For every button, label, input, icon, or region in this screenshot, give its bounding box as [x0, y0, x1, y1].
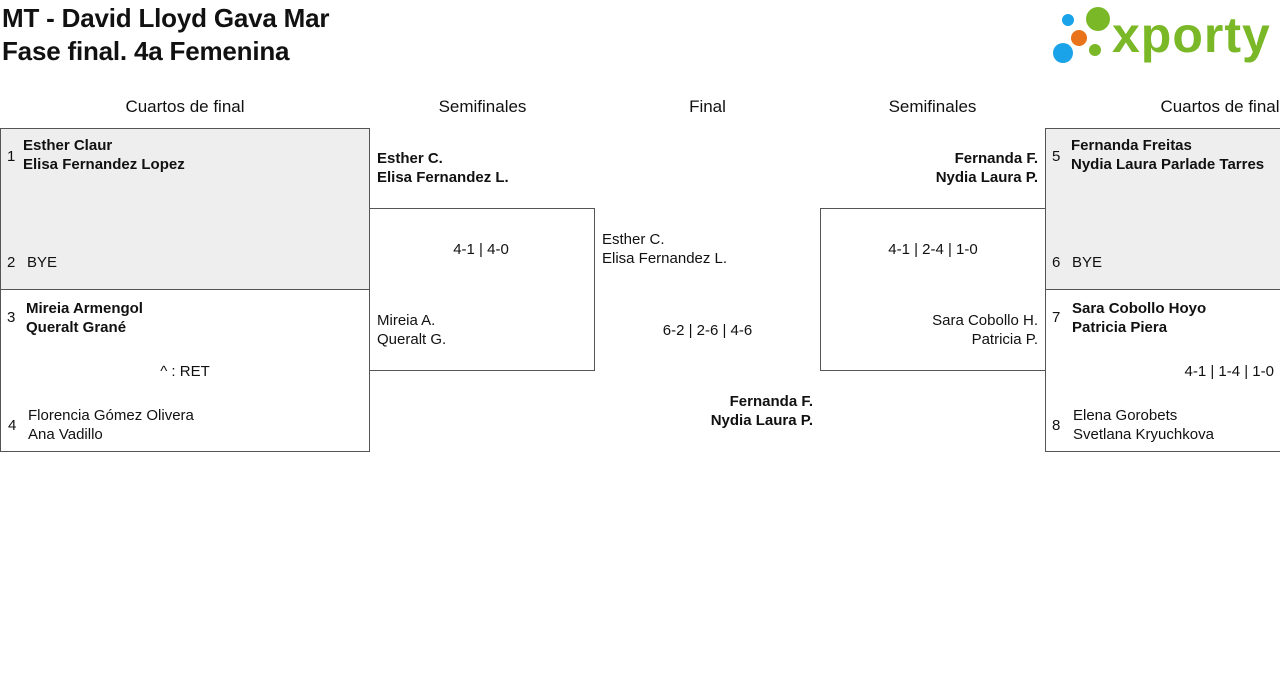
seed-number: 5	[1052, 148, 1061, 165]
team-player-1[interactable]: Fernanda Freitas	[1071, 137, 1192, 154]
right-semi-top-player-2[interactable]: Nydia Laura P.	[935, 169, 1038, 186]
round-header-left-semifinals: Semifinales	[438, 97, 527, 116]
right-quarterfinal-match-2[interactable]: 7 Sara Cobollo Hoyo Patricia Piera 4-1 |…	[1045, 289, 1280, 452]
team-player-1[interactable]: Mireia Armengol	[26, 300, 143, 317]
left-semi-bottom-player-2[interactable]: Queralt G.	[377, 331, 447, 348]
team-player-1[interactable]: Elena Gorobets	[1073, 407, 1178, 424]
xporty-logo[interactable]: xporty	[1050, 4, 1276, 68]
right-semi-score: 4-1 | 2-4 | 1-0	[888, 241, 978, 258]
left-quarterfinal-match-2[interactable]: 3 Mireia Armengol Queralt Grané ^ : RET …	[0, 289, 370, 452]
team-player-2[interactable]: Queralt Grané	[26, 319, 127, 336]
team-player-2[interactable]: Ana Vadillo	[28, 426, 103, 443]
left-semi-top-player-1[interactable]: Esther C.	[377, 150, 443, 167]
seed-number: 4	[8, 417, 17, 434]
logo-text: xporty	[1112, 7, 1271, 63]
left-quarterfinal-match-1[interactable]: 1 Esther Claur Elisa Fernandez Lopez 2 B…	[0, 128, 370, 290]
bye-label: BYE	[27, 254, 58, 271]
team-player-1[interactable]: Esther Claur	[23, 137, 113, 154]
round-header-right-quarterfinals: Cuartos de final	[1160, 97, 1280, 116]
seed-number: 7	[1052, 309, 1061, 326]
seed-number: 8	[1052, 417, 1061, 434]
team-player-1[interactable]: Florencia Gómez Olivera	[28, 407, 194, 424]
bracket-line	[370, 370, 595, 371]
team-player-1[interactable]: Sara Cobollo Hoyo	[1072, 300, 1207, 317]
bracket-line	[370, 208, 595, 209]
page-title: MT - David Lloyd Gava Mar	[2, 3, 330, 33]
team-player-2[interactable]: Nydia Laura Parlade Tarres	[1071, 156, 1265, 173]
team-player-2[interactable]: Patricia Piera	[1072, 319, 1168, 336]
team-player-2[interactable]: Elisa Fernandez Lopez	[23, 156, 185, 173]
seed-number: 6	[1052, 254, 1061, 271]
final-left-player-1[interactable]: Esther C.	[602, 231, 665, 248]
bracket-line	[820, 370, 1045, 371]
bracket-line	[820, 208, 1045, 209]
team-player-2[interactable]: Svetlana Kryuchkova	[1073, 426, 1214, 443]
match-score: 4-1 | 1-4 | 1-0	[1184, 363, 1274, 380]
page-subtitle: Fase final. 4a Femenina	[2, 36, 290, 66]
bracket-line	[820, 208, 821, 371]
right-semi-bottom-player-2[interactable]: Patricia P.	[971, 331, 1038, 348]
left-semi-bottom-player-1[interactable]: Mireia A.	[377, 312, 436, 329]
right-semi-top-player-1[interactable]: Fernanda F.	[954, 150, 1038, 167]
seed-number: 2	[7, 254, 16, 271]
round-header-right-semifinals: Semifinales	[888, 97, 977, 116]
match-score: ^ : RET	[160, 363, 210, 380]
bye-label: BYE	[1072, 254, 1103, 271]
final-score: 6-2 | 2-6 | 4-6	[662, 322, 753, 339]
round-header-final: Final	[689, 97, 726, 116]
round-header-left-quarterfinals: Cuartos de final	[125, 97, 245, 116]
champion-player-2[interactable]: Nydia Laura P.	[710, 412, 813, 429]
right-quarterfinal-match-1[interactable]: 5 Fernanda Freitas Nydia Laura Parlade T…	[1045, 128, 1280, 290]
right-semi-bottom-player-1[interactable]: Sara Cobollo H.	[932, 312, 1038, 329]
seed-number: 3	[7, 309, 16, 326]
bracket-line	[594, 208, 595, 371]
logo-dots-icon	[1053, 7, 1110, 63]
champion-player-1[interactable]: Fernanda F.	[729, 393, 813, 410]
seed-number: 1	[7, 148, 16, 165]
final-left-player-2[interactable]: Elisa Fernandez L.	[602, 250, 728, 267]
left-semi-score: 4-1 | 4-0	[453, 241, 509, 258]
left-semi-top-player-2[interactable]: Elisa Fernandez L.	[377, 169, 509, 186]
